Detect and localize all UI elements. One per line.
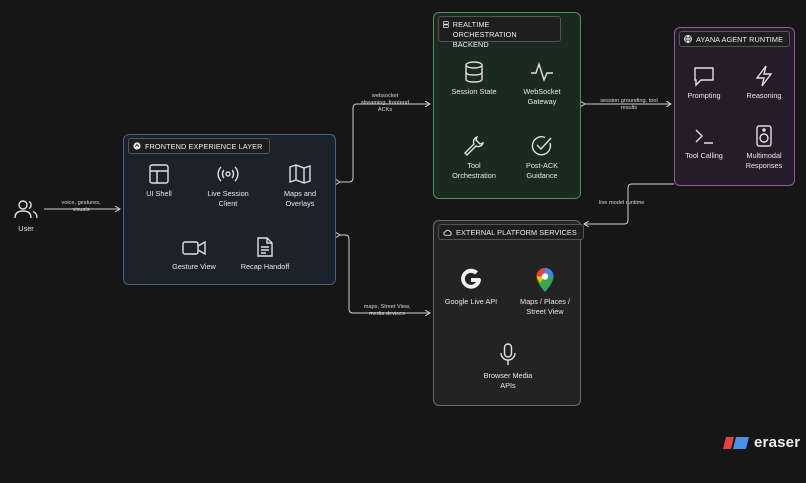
map-icon bbox=[289, 164, 311, 184]
node-post-ack-guidance[interactable]: Post-ACK Guidance bbox=[514, 135, 570, 181]
node-maps-overlays[interactable]: Maps and Overlays bbox=[274, 163, 326, 209]
message-square-icon bbox=[694, 67, 714, 87]
node-maps-places-streetview[interactable]: Maps / Places / Street View bbox=[512, 267, 578, 317]
wrench-icon bbox=[464, 135, 485, 156]
node-websocket-gateway[interactable]: WebSocket Gateway bbox=[514, 61, 570, 107]
group-header-frontend: FRONTEND EXPERIENCE LAYER bbox=[128, 138, 270, 154]
check-circle-icon bbox=[531, 136, 552, 156]
node-prompting[interactable]: Prompting bbox=[681, 65, 727, 101]
group-external: EXTERNAL PLATFORM SERVICES Google Live A… bbox=[433, 220, 584, 406]
node-tool-calling[interactable]: Tool Calling bbox=[679, 125, 729, 161]
edge-label-backend-ayana: session grounding, tool results bbox=[600, 98, 658, 111]
node-session-state[interactable]: Session State bbox=[444, 61, 504, 97]
node-gesture-view[interactable]: Gesture View bbox=[168, 238, 220, 272]
group-ayana: AYANA AGENT RUNTIME Prompting Reasoning … bbox=[674, 27, 795, 186]
video-camera-icon bbox=[182, 240, 206, 256]
user-node[interactable]: User bbox=[8, 198, 44, 234]
node-live-session-client[interactable]: Live Session Client bbox=[200, 163, 256, 209]
cloud-icon bbox=[443, 229, 452, 236]
document-icon bbox=[257, 237, 273, 257]
terminal-icon bbox=[695, 129, 713, 144]
node-reasoning[interactable]: Reasoning bbox=[741, 65, 787, 101]
database-icon bbox=[465, 61, 483, 83]
activity-icon bbox=[531, 61, 553, 83]
edge-frontend-external bbox=[340, 235, 430, 313]
node-browser-media-apis[interactable]: Browser Media APIs bbox=[478, 343, 538, 391]
broadcast-icon bbox=[217, 166, 239, 182]
node-google-live-api[interactable]: Google Live API bbox=[442, 267, 500, 307]
group-backend: REALTIME ORCHESTRATION BACKEND Session S… bbox=[433, 12, 581, 199]
users-icon bbox=[14, 200, 38, 219]
group-header-ayana: AYANA AGENT RUNTIME bbox=[679, 31, 791, 47]
edge-label-ayana-external: live model runtime bbox=[599, 200, 645, 206]
eraser-brand[interactable]: eraser bbox=[722, 434, 800, 451]
speaker-icon bbox=[756, 125, 772, 147]
microphone-icon bbox=[500, 343, 516, 365]
google-icon bbox=[461, 268, 481, 289]
edge-label-user-frontend: voice, gestures, visuals bbox=[61, 200, 101, 213]
frontend-layer-icon bbox=[133, 142, 141, 150]
node-ui-shell[interactable]: UI Shell bbox=[136, 163, 182, 199]
node-tool-orchestration[interactable]: Tool Orchestration bbox=[446, 135, 502, 181]
globe-icon bbox=[684, 35, 692, 43]
eraser-wordmark: eraser bbox=[754, 434, 801, 451]
server-icon bbox=[443, 21, 449, 28]
node-recap-handoff[interactable]: Recap Handoff bbox=[234, 236, 296, 272]
edge-label-frontend-external: maps, Street View, media devices bbox=[363, 304, 411, 317]
edge-frontend-backend bbox=[340, 104, 430, 182]
eraser-logo-icon bbox=[723, 436, 749, 449]
user-label: User bbox=[18, 224, 34, 233]
node-multimodal-responses[interactable]: Multimodal Responses bbox=[735, 125, 793, 171]
edge-label-frontend-backend: websocket streaming, frontend ACKs bbox=[360, 93, 410, 113]
lightning-icon bbox=[755, 65, 773, 87]
layout-icon bbox=[149, 164, 169, 184]
group-header-external: EXTERNAL PLATFORM SERVICES bbox=[438, 224, 584, 240]
google-maps-pin-icon bbox=[536, 268, 554, 292]
group-frontend: FRONTEND EXPERIENCE LAYER UI Shell Live … bbox=[123, 134, 336, 285]
group-header-backend: REALTIME ORCHESTRATION BACKEND bbox=[438, 16, 561, 49]
edge-ayana-external bbox=[584, 183, 674, 224]
